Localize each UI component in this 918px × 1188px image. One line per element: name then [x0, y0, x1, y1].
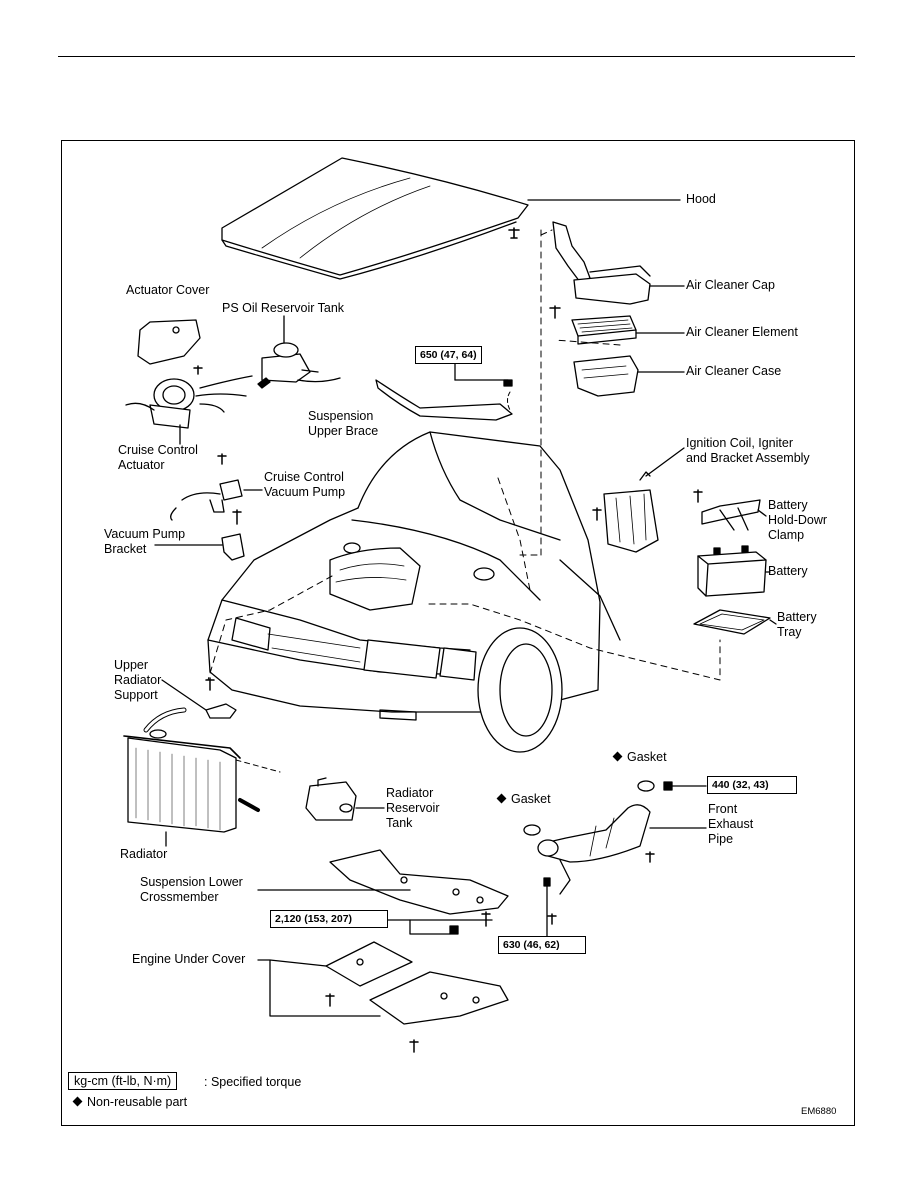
radiator-support-drawing	[161, 677, 237, 719]
label-battery: Battery	[768, 564, 808, 578]
label-ps-oil-reservoir: PS Oil Reservoir Tank	[222, 301, 345, 315]
car-body-drawing	[207, 431, 621, 753]
dashed-guides	[207, 477, 721, 681]
figure-frame	[61, 140, 855, 1126]
cruise-actuator-drawing	[125, 319, 253, 445]
torque-exhaust-bolt: 630 (46, 62)	[498, 936, 586, 954]
reservoir-tank-drawing	[305, 777, 385, 821]
diamond-icon	[612, 751, 623, 762]
diamond-icon	[72, 1096, 83, 1107]
torque-exhaust-nut: 440 (32, 43)	[707, 776, 797, 794]
label-air-cleaner-cap: Air Cleaner Cap	[686, 278, 775, 292]
label-gasket-upper: Gasket	[612, 750, 667, 765]
label-battery-hold-down: Battery Hold-Dowr Clamp	[768, 498, 828, 542]
diamond-icon	[496, 793, 507, 804]
ignition-coil-drawing	[592, 447, 685, 553]
air-cleaner-cap-drawing	[552, 221, 685, 305]
label-radiator-reservoir: Radiator Reservoir Tank	[386, 786, 440, 830]
under-cover-drawing	[257, 941, 509, 1053]
label-ignition-coil: Ignition Coil, Igniter and Bracket Assem…	[686, 436, 810, 465]
label-vacuum-pump-bracket: Vacuum Pump Bracket	[104, 527, 186, 556]
air-cleaner-element-drawing	[549, 305, 685, 345]
label-cruise-vacuum-pump: Cruise Control Vacuum Pump	[264, 470, 346, 499]
label-suspension-lower-crossmember: Suspension Lower Crossmember	[140, 875, 243, 904]
label-cruise-control-actuator: Cruise Control Actuator	[118, 443, 198, 472]
label-front-exhaust-pipe: Front Exhaust Pipe	[708, 802, 754, 846]
label-upper-radiator-support: Upper Radiator Support	[114, 658, 162, 702]
label-battery-tray: Battery Tray	[777, 610, 817, 639]
legend-non-reusable: Non-reusable part	[72, 1094, 187, 1110]
legend-unit-description: : Specified torque	[204, 1075, 302, 1089]
torque-crossmember: 2,120 (153, 207)	[270, 910, 388, 928]
legend-unit-box: kg-cm (ft-lb, N·m)	[68, 1072, 178, 1090]
label-air-cleaner-case: Air Cleaner Case	[686, 364, 782, 378]
label-engine-under-cover: Engine Under Cover	[132, 952, 246, 966]
top-rule	[58, 56, 855, 57]
label-suspension-upper-brace: Suspension Upper Brace	[308, 409, 379, 438]
exhaust-pipe-drawing	[523, 780, 707, 937]
torque-upper-brace: 650 (47, 64)	[415, 346, 482, 364]
upper-brace-drawing	[375, 361, 513, 421]
label-radiator: Radiator	[120, 847, 168, 861]
figure-code: EM6880	[801, 1106, 837, 1117]
vacuum-bracket-drawing	[154, 533, 245, 561]
label-gasket-lower: Gasket	[496, 792, 551, 807]
label-air-cleaner-element: Air Cleaner Element	[686, 325, 798, 339]
vacuum-pump-drawing	[170, 453, 263, 525]
ps-reservoir-drawing	[257, 315, 341, 389]
label-hood: Hood	[686, 192, 716, 206]
battery-clamp-drawing	[693, 489, 767, 531]
battery-drawing	[697, 545, 771, 597]
battery-tray-drawing	[693, 609, 777, 635]
crossmember-drawing	[257, 849, 509, 935]
air-cleaner-case-drawing	[519, 229, 685, 556]
hood-drawing	[221, 157, 681, 280]
radiator-drawing	[123, 707, 281, 847]
label-actuator-cover: Actuator Cover	[126, 283, 210, 297]
